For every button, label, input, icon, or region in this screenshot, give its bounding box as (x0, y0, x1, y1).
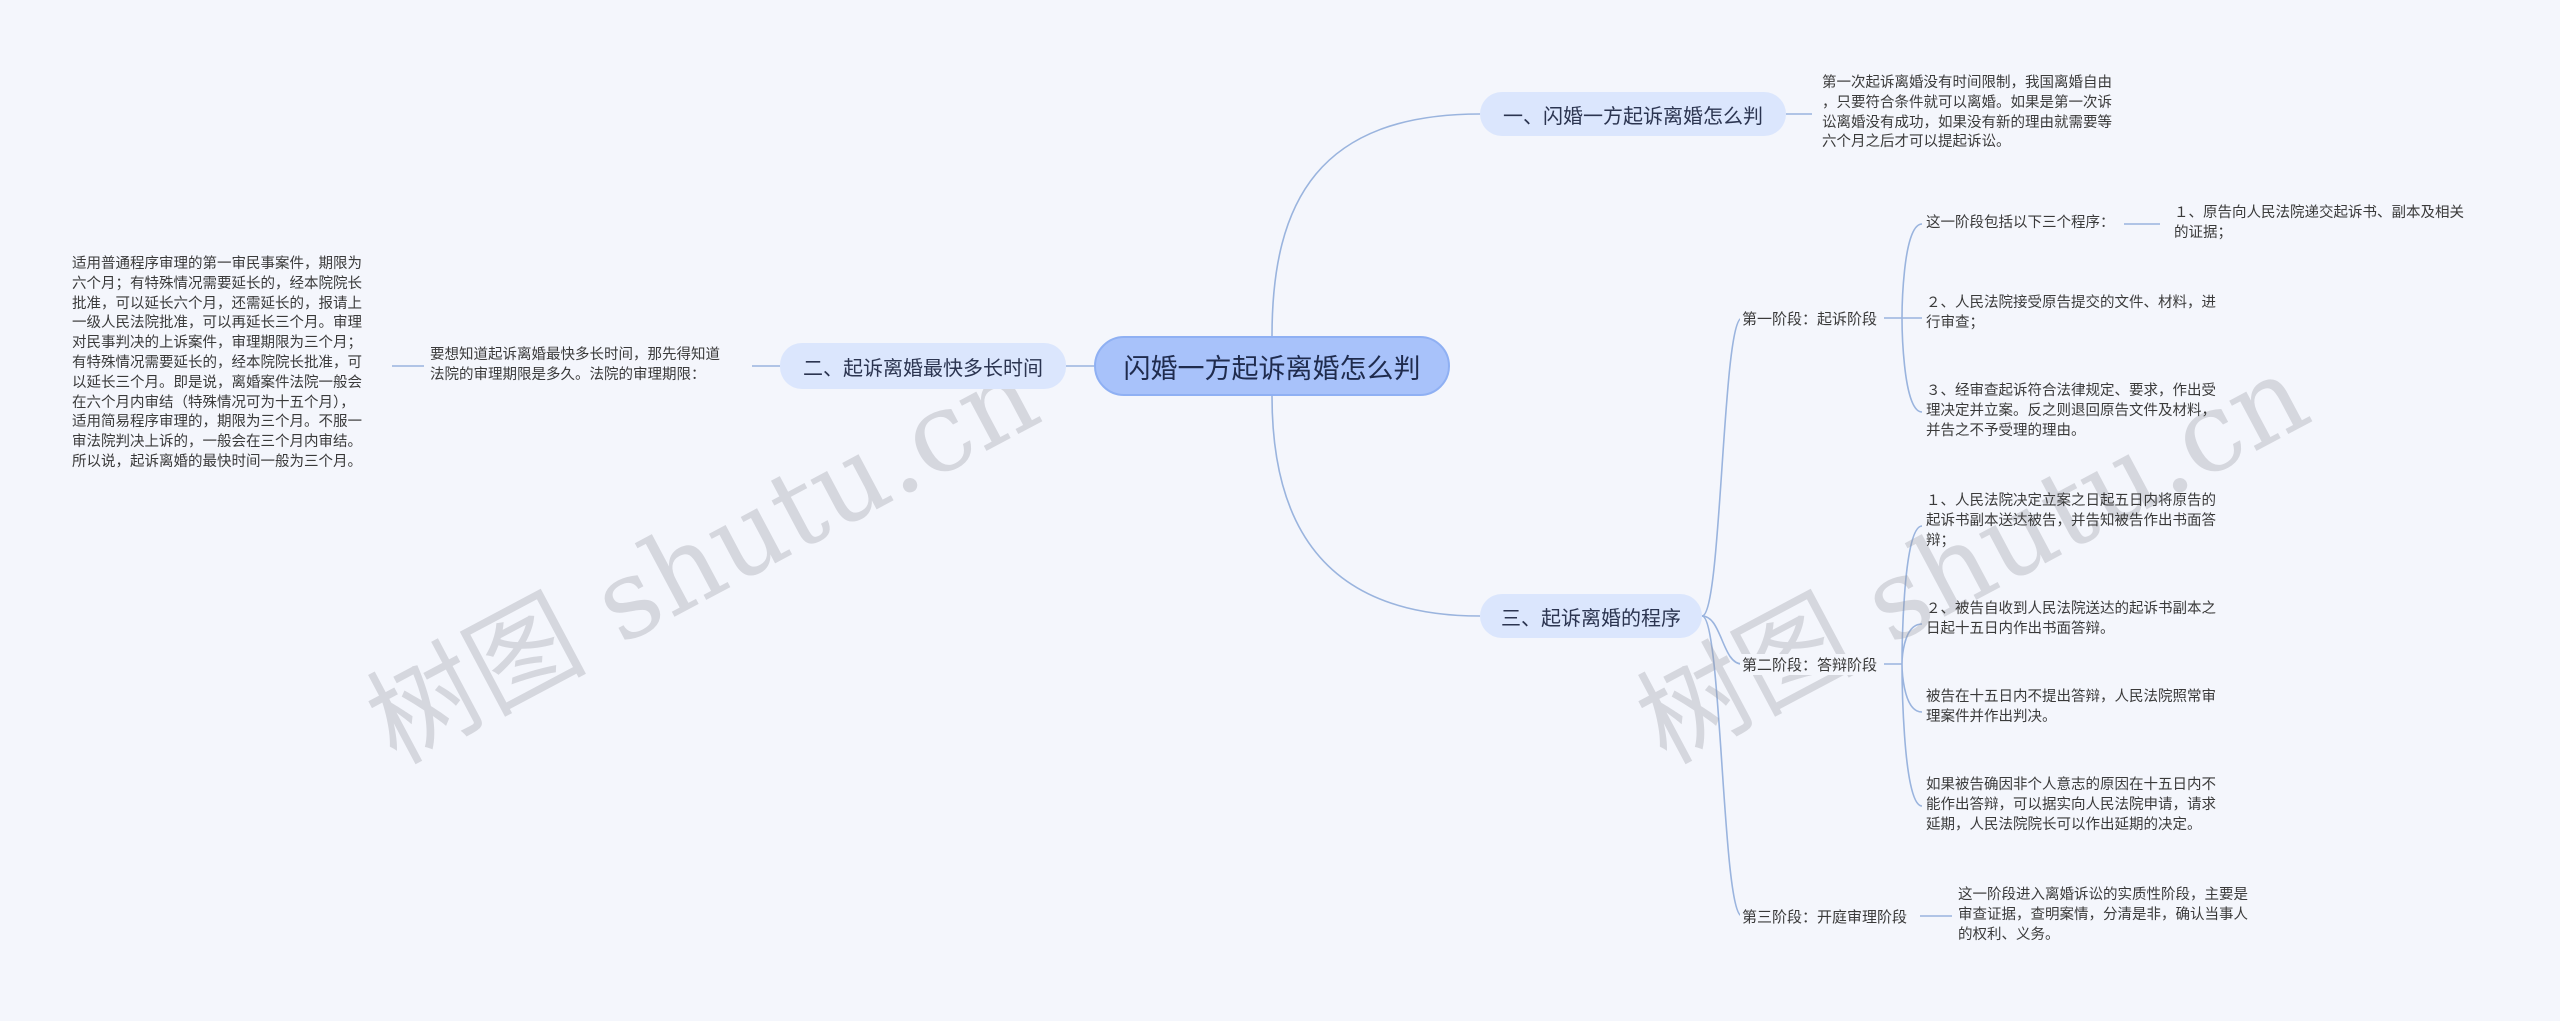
branch-2-intro: 要想知道起诉离婚最快多长时间，那先得知道 法院的审理期限是多久。法院的审理期限： (430, 347, 720, 383)
stage-2-item-1: １、人民法院决定立案之日起五日内将原告的 起诉书副本送达被告，并告知被告作出书面… (1926, 493, 2216, 549)
branch-1-label: 一、闪婚一方起诉离婚怎么判 (1503, 103, 1763, 128)
stage-3-item-1: 这一阶段进入离婚诉讼的实质性阶段，主要是 审查证据，查明案情，分清是非，确认当事… (1958, 887, 2248, 943)
stage-1-label[interactable]: 第一阶段：起诉阶段 (1740, 308, 1880, 329)
connector-stage2-bracket (1884, 525, 1923, 807)
branch-3-label: 三、起诉离婚的程序 (1501, 605, 1681, 630)
branch-2-label: 二、起诉离婚最快多长时间 (803, 355, 1043, 380)
connector-branch3-stage2 (1701, 615, 1743, 665)
connector-branch3-stage3 (1701, 615, 1743, 917)
stage-2-item-2: ２、被告自收到人民法院送达的起诉书副本之 日起十五日内作出书面答辩。 (1926, 601, 2216, 637)
branch-node-1[interactable]: 一、闪婚一方起诉离婚怎么判 (1480, 92, 1786, 136)
root-node[interactable]: 闪婚一方起诉离婚怎么判 (1094, 336, 1450, 396)
stage-1-item-3: ３、经审查起诉符合法律规定、要求，作出受 理决定并立案。反之则退回原告文件及材料… (1926, 383, 2216, 439)
connector-stage1-bracket (1884, 223, 1923, 413)
stage-1-item-1: 这一阶段包括以下三个程序： (1926, 215, 2115, 231)
connector-branch3-stage1 (1701, 317, 1743, 617)
stage-1-item-2: ２、人民法院接受原告提交的文件、材料，进 行审查； (1926, 295, 2216, 331)
stage-1-item-1-sub: １、原告向人民法院递交起诉书、副本及相关 的证据； (2174, 205, 2464, 241)
stage-2-item-3: 被告在十五日内不提出答辩，人民法院照常审 理案件并作出判决。 (1926, 689, 2216, 725)
branch-node-2[interactable]: 二、起诉离婚最快多长时间 (780, 343, 1066, 389)
branch-node-3[interactable]: 三、起诉离婚的程序 (1480, 594, 1702, 638)
stage-2-label[interactable]: 第二阶段：答辩阶段 (1740, 654, 1880, 675)
stage-3-label[interactable]: 第三阶段：开庭审理阶段 (1740, 906, 1910, 927)
branch-1-text: 第一次起诉离婚没有时间限制，我国离婚自由 ，只要符合条件就可以离婚。如果是第一次… (1822, 75, 2112, 151)
branch-2-text: 适用普通程序审理的第一审民事案件，期限为 六个月；有特殊情况需要延长的，经本院院… (72, 256, 362, 470)
connector-root-branch1 (1271, 113, 1481, 337)
connector-root-branch3 (1271, 395, 1481, 617)
root-label: 闪婚一方起诉离婚怎么判 (1123, 353, 1421, 385)
stage-2-item-4: 如果被告确因非个人意志的原因在十五日内不 能作出答辩，可以据实向人民法院申请，请… (1926, 777, 2216, 833)
